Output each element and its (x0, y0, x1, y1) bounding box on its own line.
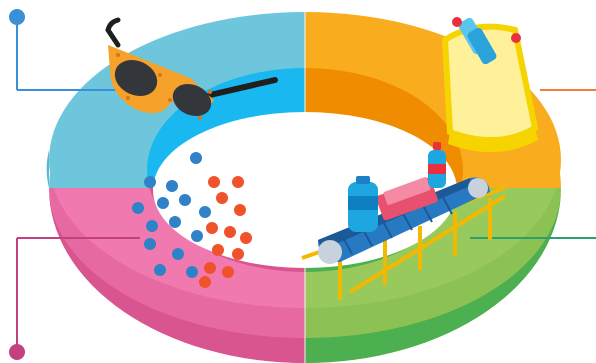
collection-bag-icon (445, 16, 538, 152)
